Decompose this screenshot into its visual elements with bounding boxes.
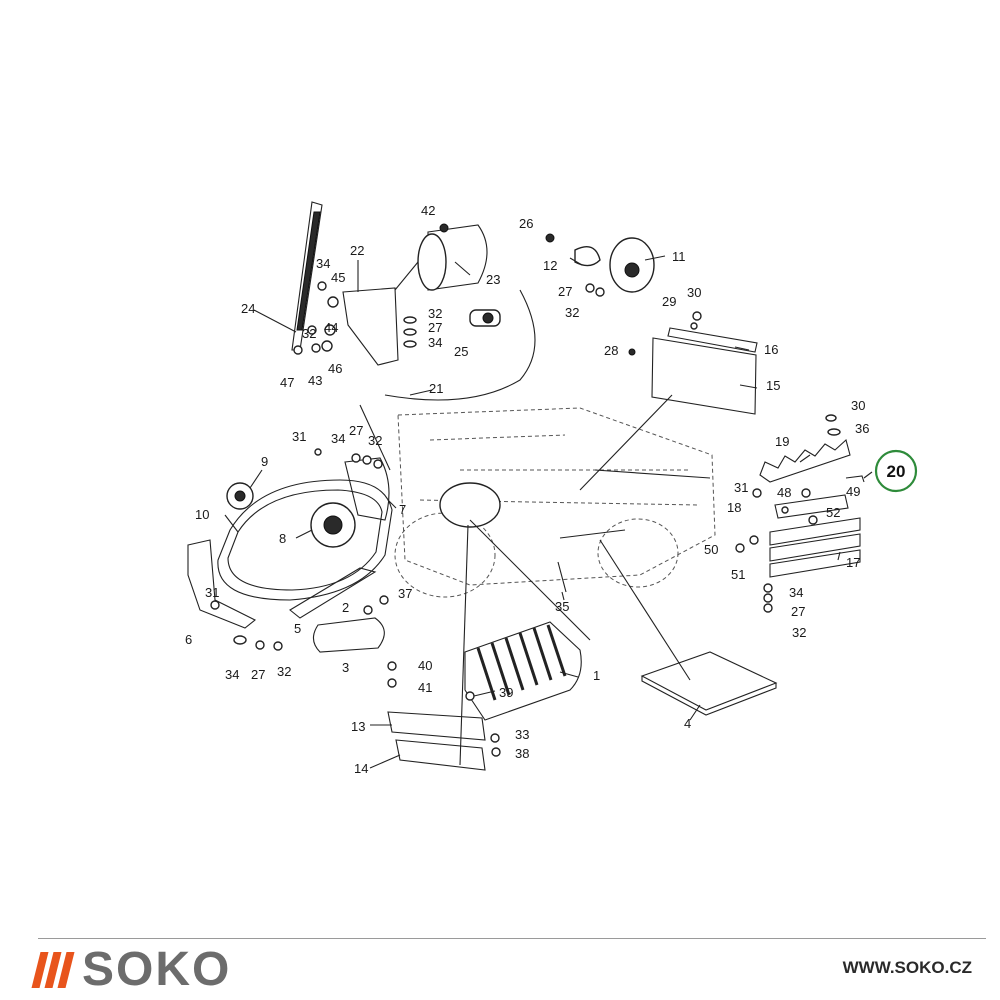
callout-40: 40 (418, 658, 432, 673)
callout-6: 6 (185, 632, 192, 647)
callout-46: 46 (328, 361, 342, 376)
footer-divider (38, 938, 986, 939)
callout-34: 34 (428, 335, 442, 350)
callout-26: 26 (519, 216, 533, 231)
callout-31: 31 (292, 429, 306, 444)
callout-22: 22 (350, 243, 364, 258)
callout-34: 34 (316, 256, 330, 271)
callout-11: 11 (672, 249, 686, 264)
highlighted-callout-20[interactable]: 20 (874, 449, 918, 493)
callout-47: 47 (280, 375, 294, 390)
callout-39: 39 (499, 685, 513, 700)
callout-1: 1 (593, 668, 600, 683)
callout-14: 14 (354, 761, 368, 776)
callout-25: 25 (454, 344, 468, 359)
callout-27: 27 (428, 320, 442, 335)
callout-44: 44 (324, 320, 338, 335)
callout-5: 5 (294, 621, 301, 636)
exploded-parts-diagram: 42 26 22 23 12 11 34 45 24 27 29 30 32 2… (185, 201, 918, 776)
callout-21: 21 (429, 381, 443, 396)
callout-29: 29 (662, 294, 676, 309)
callout-43: 43 (308, 373, 322, 388)
callout-32: 32 (792, 625, 806, 640)
callout-2: 2 (342, 600, 349, 615)
callout-49: 49 (846, 484, 860, 499)
callout-8: 8 (279, 531, 286, 546)
callout-45: 45 (331, 270, 345, 285)
callout-12: 12 (543, 258, 557, 273)
callout-30: 30 (851, 398, 865, 413)
callout-52: 52 (826, 505, 840, 520)
callout-38: 38 (515, 746, 529, 761)
callout-10: 10 (195, 507, 209, 522)
callout-27: 27 (558, 284, 572, 299)
callout-19: 19 (775, 434, 789, 449)
callout-34: 34 (331, 431, 345, 446)
callout-3: 3 (342, 660, 349, 675)
callout-32: 32 (428, 306, 442, 321)
parts-drawing (187, 201, 873, 771)
callout-27: 27 (349, 423, 363, 438)
highlight-label: 20 (887, 462, 906, 481)
callout-9: 9 (261, 454, 268, 469)
website-link[interactable]: WWW.SOKO.CZ (842, 958, 972, 977)
callout-34: 34 (225, 667, 239, 682)
callout-34: 34 (789, 585, 803, 600)
callout-27: 27 (791, 604, 805, 619)
callout-32: 32 (565, 305, 579, 320)
callout-33: 33 (515, 727, 529, 742)
logo-text: SOKO (82, 943, 232, 996)
callout-37: 37 (398, 586, 412, 601)
callout-labels: 42 26 22 23 12 11 34 45 24 27 29 30 32 2… (185, 203, 869, 776)
callout-35: 35 (555, 599, 569, 614)
callout-15: 15 (766, 378, 780, 393)
callout-30: 30 (687, 285, 701, 300)
highlight-circle (874, 449, 918, 493)
callout-17: 17 (846, 555, 860, 570)
callout-32: 32 (302, 326, 316, 341)
callout-48: 48 (777, 485, 791, 500)
callout-32: 32 (277, 664, 291, 679)
callout-18: 18 (727, 500, 741, 515)
callout-51: 51 (731, 567, 745, 582)
callout-50: 50 (704, 542, 718, 557)
callout-4: 4 (684, 716, 691, 731)
callout-23: 23 (486, 272, 500, 287)
callout-27: 27 (251, 667, 265, 682)
logo-stripes-icon (31, 952, 75, 988)
soko-logo[interactable]: SOKO (31, 943, 232, 996)
callout-28: 28 (604, 343, 618, 358)
callout-24: 24 (241, 301, 255, 316)
callout-41: 41 (418, 680, 432, 695)
callout-31: 31 (205, 585, 219, 600)
callout-16: 16 (764, 342, 778, 357)
callout-7: 7 (399, 502, 406, 517)
callout-13: 13 (351, 719, 365, 734)
callout-31: 31 (734, 480, 748, 495)
callout-42: 42 (421, 203, 435, 218)
callout-32: 32 (368, 433, 382, 448)
callout-36: 36 (855, 421, 869, 436)
